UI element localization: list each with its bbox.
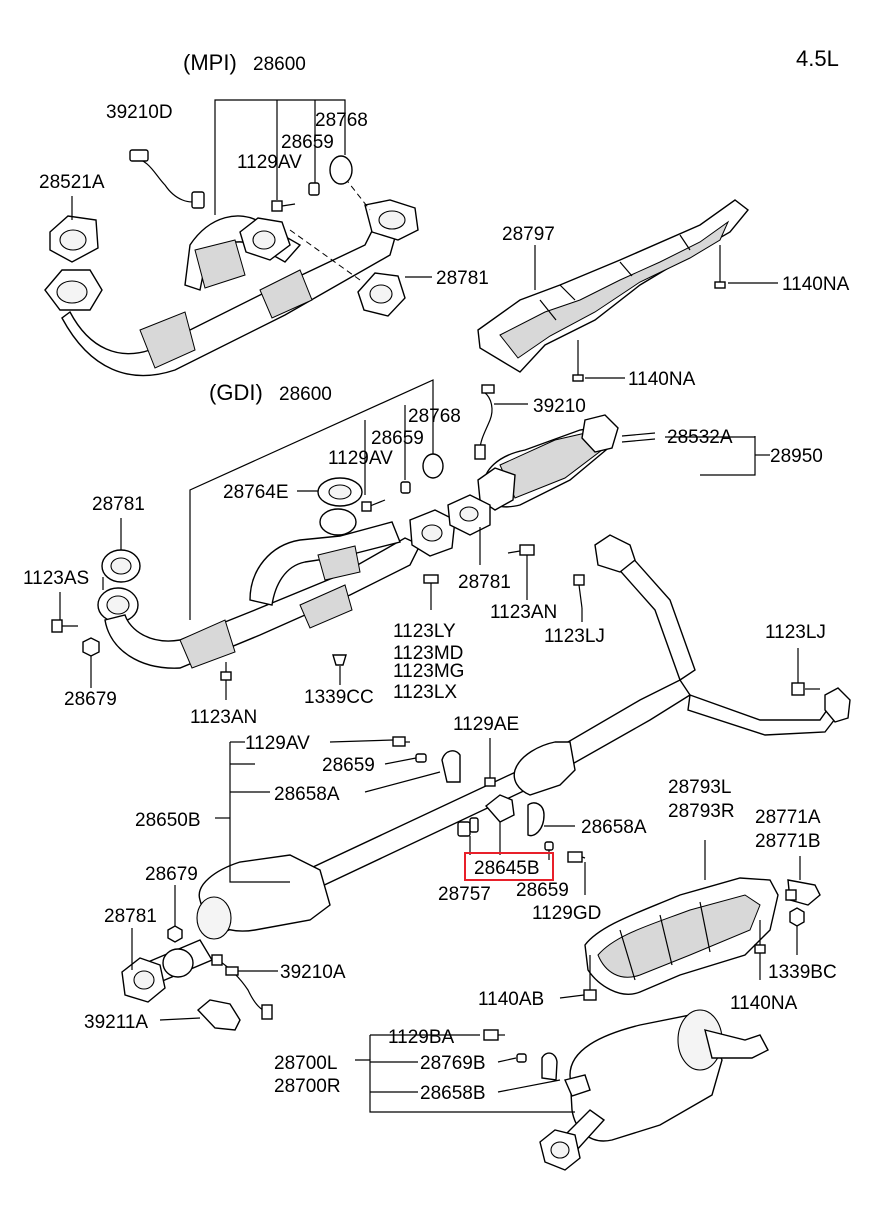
label-28659-center: 28659 xyxy=(322,755,375,776)
hanger-cluster xyxy=(457,794,586,895)
rear-muffler-28700 xyxy=(355,1009,769,1171)
label-1123MD: 1123MD xyxy=(393,643,463,664)
label-28757: 28757 xyxy=(438,884,491,905)
label-1129AE: 1129AE xyxy=(453,714,519,735)
label-1129GD: 1129GD xyxy=(532,903,601,924)
center-pipe-assembly xyxy=(121,534,851,1031)
label-28650B: 28650B xyxy=(135,810,201,831)
label-1123LX: 1123LX xyxy=(393,682,457,703)
label-28764E: 28764E xyxy=(223,482,289,503)
mpi-part-label: 28600 xyxy=(253,54,306,75)
catalytic-converter-28950 xyxy=(447,384,770,600)
label-28781-gdi-rear: 28781 xyxy=(458,572,511,593)
label-28679-rear: 28679 xyxy=(145,864,198,885)
label-28781-gdi-front: 28781 xyxy=(92,494,145,515)
gdi-part-label: 28600 xyxy=(279,384,332,405)
heat-protector-28793 xyxy=(559,840,821,1001)
label-1129BA: 1129BA xyxy=(388,1027,455,1048)
label-28645B: 28645B xyxy=(474,858,540,879)
label-1123AN-gdi: 1123AN xyxy=(490,602,557,623)
label-28771A: 28771A xyxy=(755,807,821,828)
label-28659-mpi: 28659 xyxy=(281,132,334,153)
label-39210: 39210 xyxy=(533,396,586,417)
label-28658A-center: 28658A xyxy=(274,784,340,805)
label-28768-mpi: 28768 xyxy=(315,110,368,131)
label-28781-mpi: 28781 xyxy=(436,268,489,289)
label-1140NA-upper: 1140NA xyxy=(782,274,850,295)
label-28700R: 28700R xyxy=(274,1076,341,1097)
label-1129AV-gdi: 1129AV xyxy=(328,448,393,469)
gdi-group-label: (GDI) xyxy=(209,380,263,405)
label-39211A: 39211A xyxy=(84,1012,148,1033)
label-28658B: 28658B xyxy=(420,1083,486,1104)
label-1140NA-lower: 1140NA xyxy=(730,993,798,1014)
label-28659-gdi: 28659 xyxy=(371,428,424,449)
label-1140AB: 1140AB xyxy=(478,989,544,1010)
label-1129AV-center: 1129AV xyxy=(245,733,310,754)
mpi-group-label: (MPI) xyxy=(183,50,237,75)
label-1123AN-lower: 1123AN xyxy=(190,707,257,728)
mpi-exhaust-manifold xyxy=(44,99,432,377)
label-28793R: 28793R xyxy=(668,801,735,822)
label-28771B: 28771B xyxy=(755,831,821,852)
label-1339CC: 1339CC xyxy=(304,687,374,708)
label-1123MG: 1123MG xyxy=(393,661,464,682)
label-1140NA-middle: 1140NA xyxy=(628,369,696,390)
engine-label: 4.5L xyxy=(796,46,839,71)
label-1339BC: 1339BC xyxy=(768,962,837,983)
label-28793L: 28793L xyxy=(668,777,731,798)
label-1129AV-mpi: 1129AV xyxy=(237,152,302,173)
label-28700L: 28700L xyxy=(274,1053,337,1074)
label-28768-gdi: 28768 xyxy=(408,406,461,427)
label-28781-lower: 28781 xyxy=(104,906,157,927)
label-28679-front: 28679 xyxy=(64,689,117,710)
label-1123LJ-front: 1123LJ xyxy=(544,626,605,647)
label-28769B: 28769B xyxy=(420,1053,486,1074)
heat-protector-28797 xyxy=(477,199,778,382)
label-28659-hanger: 28659 xyxy=(516,880,569,901)
label-1123LJ-rear: 1123LJ xyxy=(765,622,826,643)
label-1123AS: 1123AS xyxy=(23,568,89,589)
label-39210D: 39210D xyxy=(106,102,173,123)
label-28797: 28797 xyxy=(502,224,555,245)
label-28950: 28950 xyxy=(770,446,823,467)
highlight-box-28645B xyxy=(464,852,554,881)
label-1123LY: 1123LY xyxy=(393,621,456,642)
label-28658A-right: 28658A xyxy=(581,817,647,838)
label-28532A: 28532A xyxy=(667,427,733,448)
label-28521A: 28521A xyxy=(39,172,105,193)
label-39210A: 39210A xyxy=(280,962,346,983)
